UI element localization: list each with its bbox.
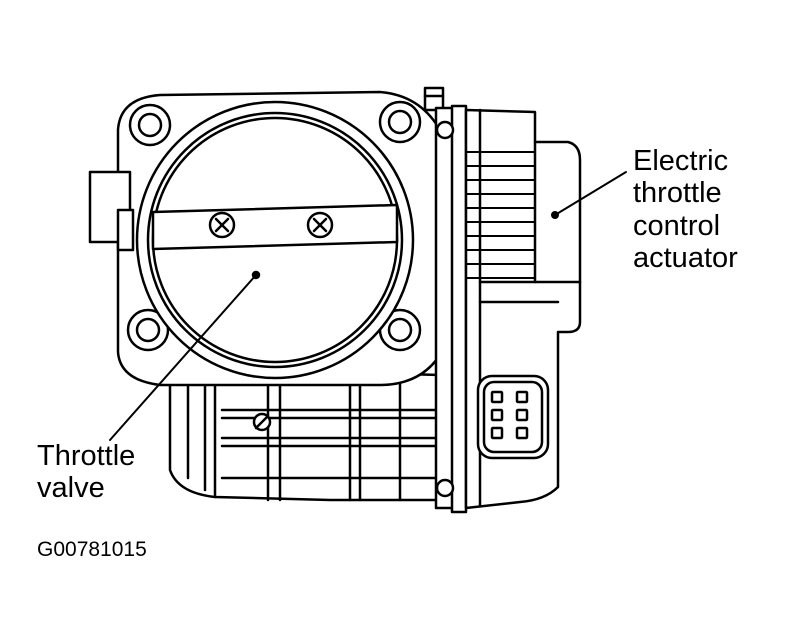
actuator-cooling-fins <box>466 152 535 278</box>
bolt-hole-bottom-left <box>128 310 168 350</box>
connector-icon <box>478 376 548 458</box>
label-throttle-valve: Throttle valve <box>37 440 135 505</box>
label-line: Throttle <box>37 440 136 472</box>
label-line: actuator <box>633 242 738 275</box>
lower-housing <box>170 362 440 500</box>
actuator-leader-line <box>555 172 626 215</box>
label-line: valve <box>37 472 105 505</box>
actuator-callout-dot <box>552 212 558 218</box>
label-line: throttle <box>633 177 722 210</box>
figure-id: G00781015 <box>37 538 147 561</box>
bolt-hole-top-right <box>380 102 420 142</box>
shaft-screw-icon <box>308 213 332 237</box>
bolt-hole-top-left <box>130 105 170 145</box>
shaft-screw-icon <box>210 213 234 237</box>
callout-leaders <box>110 172 626 440</box>
throttle-valve <box>153 205 397 278</box>
label-line: Electric <box>633 145 729 177</box>
actuator-stud <box>425 88 443 110</box>
label-electric-throttle-control-actuator: Electric throttle control actuator <box>633 145 738 275</box>
label-line: control <box>633 209 721 242</box>
valve-leader-line <box>110 275 256 440</box>
separator-plates <box>436 106 466 512</box>
